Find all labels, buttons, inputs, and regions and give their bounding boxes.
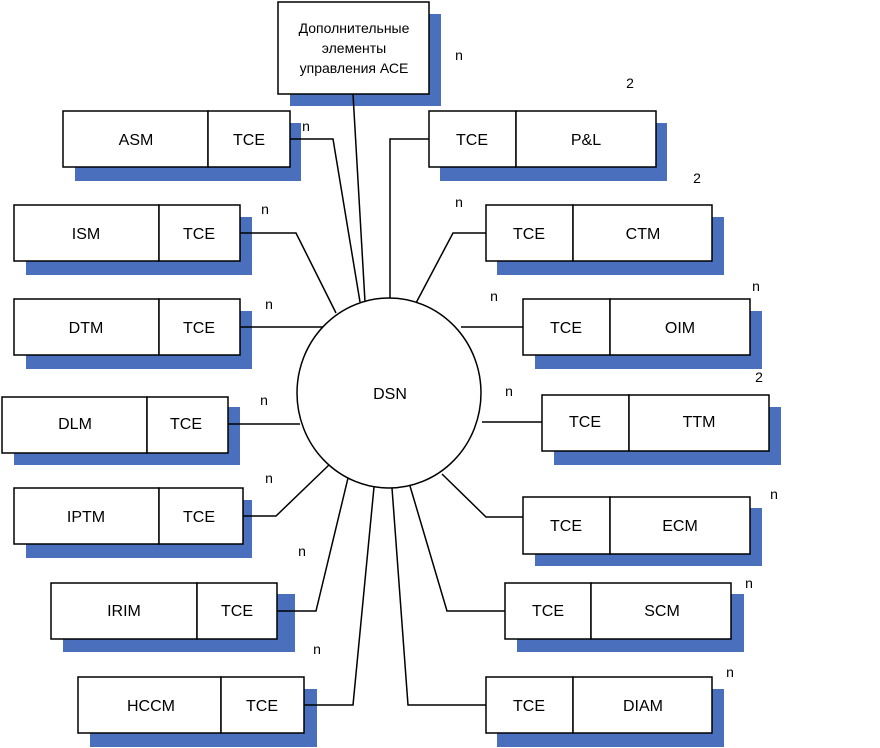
connector-ism — [240, 232, 337, 314]
multiplicity: n — [752, 278, 760, 294]
multiplicity-secondary: n — [490, 288, 498, 304]
tce-label: TCE — [183, 509, 215, 526]
module-label: IPTM — [67, 509, 105, 526]
module-label: ASM — [119, 132, 154, 149]
right-module-ctm: TCE CTM 2 n — [455, 170, 713, 262]
multiplicity: n — [745, 575, 753, 591]
module-label: CTM — [626, 226, 661, 243]
module-label: SCM — [644, 603, 680, 620]
left-module-iptm: IPTM TCE n — [13, 470, 273, 545]
connector-top — [352, 93, 366, 303]
module-label: OIM — [665, 320, 695, 337]
multiplicity: 2 — [626, 75, 634, 91]
multiplicity: n — [726, 664, 734, 680]
multiplicity-secondary: n — [505, 383, 513, 399]
top-box: Дополнительные элементы управления АСЕ n — [277, 1, 463, 95]
right-module-diam: TCE DIAM n — [485, 664, 734, 734]
connector-diam — [391, 487, 486, 706]
tce-label: TCE — [183, 226, 215, 243]
multiplicity: n — [302, 118, 310, 134]
multiplicity: n — [260, 392, 268, 408]
dsn-label: DSN — [373, 386, 407, 403]
top-box-line-2: элементы — [322, 40, 386, 56]
left-module-irim: IRIM TCE n — [50, 543, 306, 640]
module-label: P&L — [571, 132, 601, 149]
tce-label: TCE — [513, 698, 545, 715]
tce-label: TCE — [456, 132, 488, 149]
tce-label: TCE — [569, 414, 601, 431]
left-module-hccm: HCCM TCE n — [77, 641, 321, 734]
connector-hccm — [304, 486, 375, 706]
connector-ecm — [441, 473, 523, 518]
connector-asm — [290, 138, 361, 303]
tce-label: TCE — [532, 603, 564, 620]
left-module-ism: ISM TCE n — [13, 201, 269, 262]
module-label: ISM — [72, 226, 100, 243]
connector-irim — [277, 477, 349, 612]
tce-label: TCE — [183, 320, 215, 337]
tce-label: TCE — [513, 226, 545, 243]
top-box-line-1: Дополнительные — [299, 20, 410, 36]
tce-label: TCE — [246, 698, 278, 715]
tce-label: TCE — [233, 132, 265, 149]
top-box-multiplicity: n — [455, 47, 463, 63]
left-module-dlm: DLM TCE n — [1, 392, 268, 454]
multiplicity-secondary: n — [455, 194, 463, 210]
multiplicity: n — [770, 486, 778, 502]
module-label: ECM — [662, 518, 698, 535]
connector-iptm — [243, 463, 331, 517]
module-label: HCCM — [127, 698, 175, 715]
connector-scm — [409, 485, 505, 612]
module-label: DLM — [58, 416, 92, 433]
tce-label: TCE — [221, 603, 253, 620]
right-module-oim: TCE OIM n n — [490, 278, 760, 356]
multiplicity: n — [298, 543, 306, 559]
connector-ctm — [415, 232, 486, 304]
connector-layer — [228, 93, 542, 706]
right-module-pl: TCE P&L 2 — [428, 75, 657, 168]
dsn-node — [296, 297, 482, 489]
module-label: DTM — [69, 320, 104, 337]
tce-label: TCE — [550, 518, 582, 535]
multiplicity: n — [265, 296, 273, 312]
right-module-scm: TCE SCM n — [504, 575, 753, 640]
connector-pl — [389, 138, 429, 299]
multiplicity: n — [265, 470, 273, 486]
multiplicity: 2 — [755, 369, 763, 385]
module-label: DIAM — [623, 698, 663, 715]
left-module-dtm: DTM TCE n — [13, 296, 273, 356]
left-module-asm: ASM TCE n — [62, 110, 310, 168]
right-module-ttm: TCE TTM 2 n — [505, 369, 770, 452]
module-label: TTM — [683, 414, 716, 431]
multiplicity: 2 — [693, 170, 701, 186]
tce-label: TCE — [550, 320, 582, 337]
module-label: IRIM — [107, 603, 141, 620]
multiplicity: n — [261, 201, 269, 217]
multiplicity: n — [313, 641, 321, 657]
right-module-ecm: TCE ECM n — [522, 486, 778, 555]
top-box-line-3: управления АСЕ — [300, 60, 409, 76]
tce-label: TCE — [170, 416, 202, 433]
